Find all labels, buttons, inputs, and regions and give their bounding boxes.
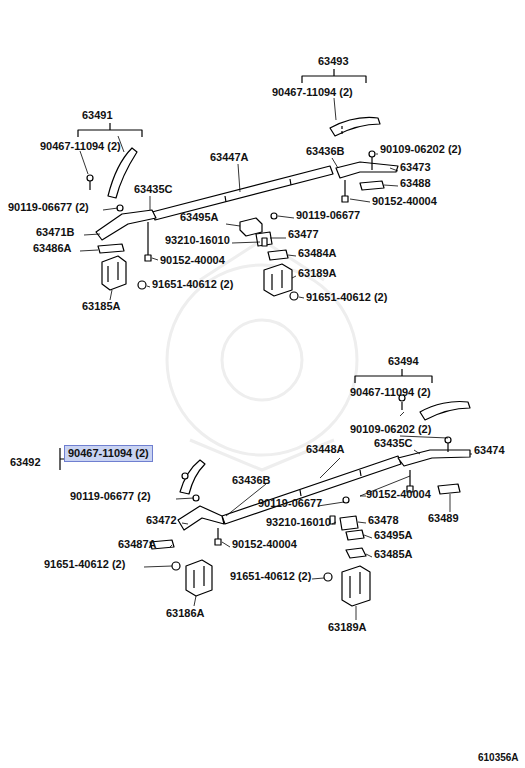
callout-number: 90109-06202 (2) (350, 423, 431, 436)
callout-number: 90152-40004 (160, 254, 225, 267)
callout-number: 63485A (374, 548, 413, 561)
callout-number: 63189A (298, 267, 337, 280)
callout-number: 63448A (306, 443, 345, 456)
callout-number: 93210-16010 (165, 234, 230, 247)
callout-number: 91651-40612 (2) (230, 570, 311, 583)
callout-number: 63491 (82, 109, 113, 122)
callout-number: 63484A (298, 247, 337, 260)
callout-number: 90119-06677 (296, 209, 360, 222)
callout-number: 63487A (118, 538, 157, 551)
callout-number: 91651-40612 (2) (306, 291, 387, 304)
callout-number: 90467-11094 (2) (350, 386, 431, 399)
callout-number: 90467-11094 (2) (272, 86, 353, 99)
callout-number: 63471B (36, 226, 75, 239)
callout-number: 63486A (33, 242, 72, 255)
callout-number: 90152-40004 (372, 195, 437, 208)
part-number: 90467-11094 (2) (65, 446, 152, 461)
callout-number: 63186A (166, 607, 205, 620)
callout-number: 90119-06677 (2) (70, 490, 151, 503)
callout-number: 90152-40004 (366, 488, 431, 501)
highlighted-part-box: 90467-11094 (2) (64, 445, 153, 462)
callout-number: 63436B (232, 474, 271, 487)
callout-number: 63436B (306, 145, 345, 158)
callout-number: 63495A (180, 211, 219, 224)
callout-number: 90119-06677 (2) (8, 201, 89, 214)
callout-number: 63495A (374, 529, 413, 542)
figure-code: 610356A (478, 751, 519, 764)
callout-number: 63185A (82, 300, 121, 313)
callout-number: 63474 (474, 444, 505, 457)
callout-number: 63472 (146, 514, 177, 527)
callout-number: 90467-11094 (2) (40, 140, 121, 153)
callout-number: 91651-40612 (2) (152, 278, 233, 291)
callout-number: 63189A (328, 621, 367, 634)
callout-number: 63478 (368, 514, 399, 527)
callout-number: 63435C (134, 183, 173, 196)
callout-number: 90119-06677 (258, 497, 322, 510)
callout-number: 63488 (400, 177, 431, 190)
callout-number: 63493 (318, 55, 349, 68)
callout-number: 63492 (10, 456, 41, 469)
callout-number: 63494 (388, 355, 419, 368)
callout-number: 63447A (210, 151, 249, 164)
callout-number: 63435C (374, 437, 413, 450)
callout-number: 63489 (428, 512, 459, 525)
callout-number: 93210-16010 (266, 516, 331, 529)
callout-number: 90109-06202 (2) (380, 143, 461, 156)
callout-number: 91651-40612 (2) (44, 558, 125, 571)
callout-number: 63477 (288, 228, 319, 241)
watermark (167, 240, 357, 470)
callout-number: 90152-40004 (232, 538, 297, 551)
leader-lines (80, 98, 472, 620)
callout-number: 63473 (400, 161, 431, 174)
